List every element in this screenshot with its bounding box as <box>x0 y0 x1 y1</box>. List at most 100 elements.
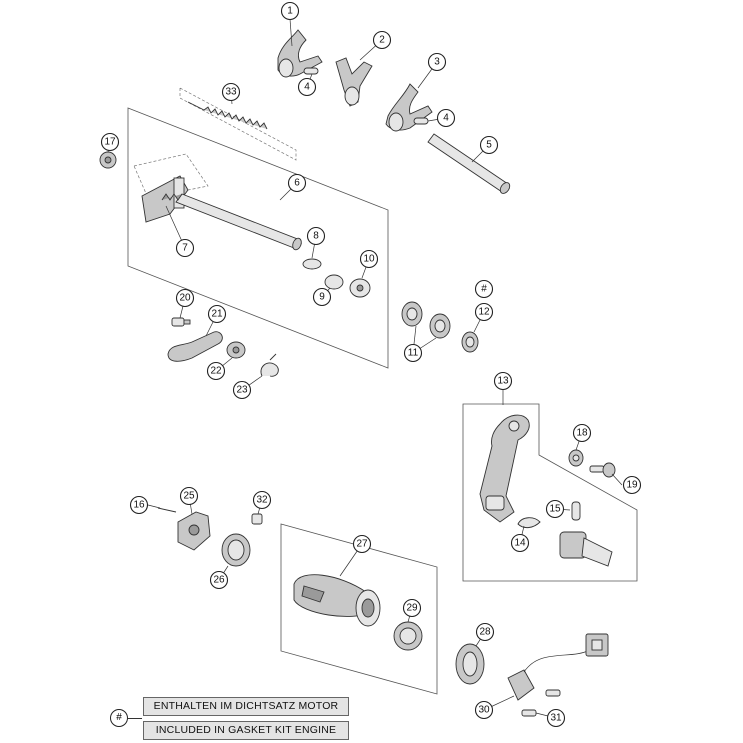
shift-drum-group-outline <box>280 523 438 695</box>
callout-2: 2 <box>372 30 392 50</box>
svg-text:4: 4 <box>443 113 449 124</box>
lever-pin-15 <box>571 501 581 521</box>
fork-pin-2 <box>413 117 429 125</box>
shift-lever-group-outline <box>462 403 638 582</box>
svg-text:32: 32 <box>256 495 268 506</box>
svg-text:18: 18 <box>576 428 588 439</box>
svg-text:3: 3 <box>434 57 440 68</box>
svg-text:13: 13 <box>497 376 509 387</box>
svg-text:14: 14 <box>514 538 526 549</box>
callout-25: 25 <box>179 486 199 506</box>
svg-text:12: 12 <box>478 307 490 318</box>
svg-text:5: 5 <box>486 140 492 151</box>
callout-18: 18 <box>572 423 592 443</box>
shift-fork-1 <box>277 29 323 78</box>
detent-spring <box>260 353 279 377</box>
svg-text:4: 4 <box>304 82 310 93</box>
legend-text-english: INCLUDED IN GASKET KIT ENGINE <box>143 721 349 740</box>
seal-ring-28 <box>455 643 485 685</box>
callout-4a: 4 <box>297 77 317 97</box>
svg-text:17: 17 <box>104 137 116 148</box>
svg-text:20: 20 <box>179 293 191 304</box>
svg-text:33: 33 <box>225 87 237 98</box>
callout-15: 15 <box>545 499 565 519</box>
svg-text:28: 28 <box>479 627 491 638</box>
legend-connector <box>128 718 142 719</box>
shift-lever <box>479 414 530 523</box>
svg-text:16: 16 <box>133 500 145 511</box>
shift-shaft <box>141 175 302 251</box>
shaft-spring-dashed-outline <box>133 153 209 199</box>
svg-text:10: 10 <box>363 254 375 265</box>
callout-3: 3 <box>427 52 447 72</box>
sensor-screw-31a <box>545 689 561 697</box>
callout-hash-12: # <box>474 279 494 299</box>
svg-text:15: 15 <box>549 504 561 515</box>
callout-23: 23 <box>232 380 252 400</box>
callout-1: 1 <box>280 1 300 21</box>
svg-text:2: 2 <box>379 35 385 46</box>
callout-30: 30 <box>474 700 494 720</box>
svg-text:9: 9 <box>319 292 325 303</box>
bearing-11a <box>401 301 423 327</box>
callout-4b: 4 <box>436 108 456 128</box>
seal-ring-26 <box>221 533 251 567</box>
bearing-11b <box>429 313 451 339</box>
drum-sensor-29 <box>393 621 423 651</box>
callout-10: 10 <box>359 249 379 269</box>
callout-5: 5 <box>479 135 499 155</box>
svg-text:19: 19 <box>626 480 638 491</box>
callout-9: 9 <box>312 287 332 307</box>
shift-shaft-group-outline <box>127 107 389 369</box>
callout-32: 32 <box>252 490 272 510</box>
callout-21: 21 <box>207 304 227 324</box>
callout-7: 7 <box>175 238 195 258</box>
callout-26: 26 <box>209 570 229 590</box>
shaft-circlip <box>302 258 322 270</box>
callout-19: 19 <box>622 475 642 495</box>
callout-14: 14 <box>510 533 530 553</box>
shift-fork-2 <box>335 57 373 107</box>
svg-text:21: 21 <box>211 309 223 320</box>
locking-lever-17 <box>99 151 117 169</box>
svg-text:#: # <box>481 284 487 295</box>
svg-text:7: 7 <box>182 243 188 254</box>
shift-drum <box>293 574 381 627</box>
svg-text:29: 29 <box>406 603 418 614</box>
svg-text:30: 30 <box>478 705 490 716</box>
svg-text:26: 26 <box>213 575 225 586</box>
shaft-washer-hole <box>356 284 364 292</box>
fork-pin-1 <box>303 67 319 75</box>
lever-connector <box>559 531 613 567</box>
legend-text-german: ENTHALTEN IM DICHTSATZ MOTOR <box>143 697 349 716</box>
svg-text:6: 6 <box>294 178 300 189</box>
svg-text:25: 25 <box>183 491 195 502</box>
shaft-seal-ring <box>324 274 344 290</box>
callout-29: 29 <box>402 598 422 618</box>
spring-group-outline <box>179 87 297 161</box>
lever-bolt-19 <box>589 462 616 478</box>
callout-27: 27 <box>352 534 372 554</box>
callout-11: 11 <box>403 343 423 363</box>
lever-spring-18 <box>568 449 584 467</box>
detent-screw <box>171 317 191 327</box>
svg-text:8: 8 <box>313 231 319 242</box>
detent-roller <box>226 341 246 359</box>
callout-28: 28 <box>475 622 495 642</box>
gear-position-sensor <box>507 633 609 701</box>
svg-text:27: 27 <box>356 539 368 550</box>
svg-text:11: 11 <box>408 348 419 359</box>
svg-text:1: 1 <box>287 6 293 17</box>
callout-33: 33 <box>221 82 241 102</box>
callout-17: 17 <box>100 132 120 152</box>
sleeve-32 <box>251 513 263 525</box>
callout-6: 6 <box>287 173 307 193</box>
detent-lever <box>167 331 223 362</box>
svg-text:23: 23 <box>236 385 248 396</box>
seal-12 <box>461 331 479 353</box>
lever-spring-clip-14 <box>517 517 541 529</box>
svg-text:31: 31 <box>550 713 562 724</box>
return-spring <box>187 101 268 130</box>
callout-31: 31 <box>546 708 566 728</box>
